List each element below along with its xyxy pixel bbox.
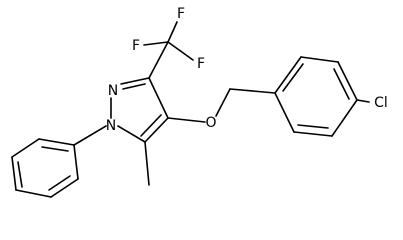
fluorine-right-label: F bbox=[197, 56, 205, 72]
bond-ar1 bbox=[274, 56, 302, 94]
fluorine-left-label: F bbox=[132, 38, 140, 54]
atom-labels: F F F N N O Cl bbox=[106, 6, 388, 134]
bond-ph5-double bbox=[48, 175, 71, 191]
bond-o-ch2 bbox=[215, 88, 231, 117]
bond-c5-methyl bbox=[144, 141, 150, 186]
bond-n1-phenyl bbox=[73, 125, 107, 146]
bond-ph2 bbox=[11, 138, 40, 158]
bond-n1-c5 bbox=[117, 125, 146, 143]
bond-ar-cl bbox=[356, 99, 370, 103]
bond-ph5 bbox=[50, 178, 79, 198]
bond-c5-c4 bbox=[144, 117, 169, 143]
fluorine-top-label: F bbox=[177, 6, 185, 22]
bond-cf3-f-right bbox=[167, 41, 194, 61]
bond-ph3 bbox=[11, 156, 17, 191]
bond-ph3-double bbox=[17, 161, 23, 188]
bond-c3-n2 bbox=[120, 77, 150, 85]
bond-ch2-aryl bbox=[229, 88, 276, 94]
bond-ar1-double bbox=[282, 63, 304, 92]
bond-cf3-f-top bbox=[167, 21, 178, 43]
bond-ar3-double bbox=[333, 68, 350, 100]
bond-cf3-f-left bbox=[143, 41, 169, 46]
bond-ph6 bbox=[73, 144, 79, 180]
bond-ar5 bbox=[293, 131, 333, 137]
bond-c5-c4-double bbox=[140, 114, 162, 137]
bond-ar6 bbox=[274, 92, 295, 133]
bond-ar5-double bbox=[297, 124, 329, 129]
molecule-structure: F F F N N O Cl bbox=[11, 6, 388, 198]
bond-c4-o bbox=[167, 117, 206, 123]
nitrogen-upper-label: N bbox=[108, 83, 118, 99]
bond-c-cf3 bbox=[148, 41, 169, 79]
bond-ph4 bbox=[15, 189, 52, 198]
oxygen-ether-label: O bbox=[205, 115, 216, 131]
bond-ar4 bbox=[331, 99, 358, 137]
bond-c3-n2-double bbox=[122, 83, 146, 90]
bond-ph1-double bbox=[41, 146, 69, 152]
bond-lines bbox=[11, 21, 370, 198]
chlorine-label: Cl bbox=[374, 95, 388, 111]
bond-c4-c3 bbox=[148, 77, 169, 119]
nitrogen-lower-label: N bbox=[106, 118, 116, 134]
bond-ph1 bbox=[38, 138, 75, 146]
bond-ar2 bbox=[300, 56, 339, 63]
bond-ar3 bbox=[337, 61, 358, 101]
